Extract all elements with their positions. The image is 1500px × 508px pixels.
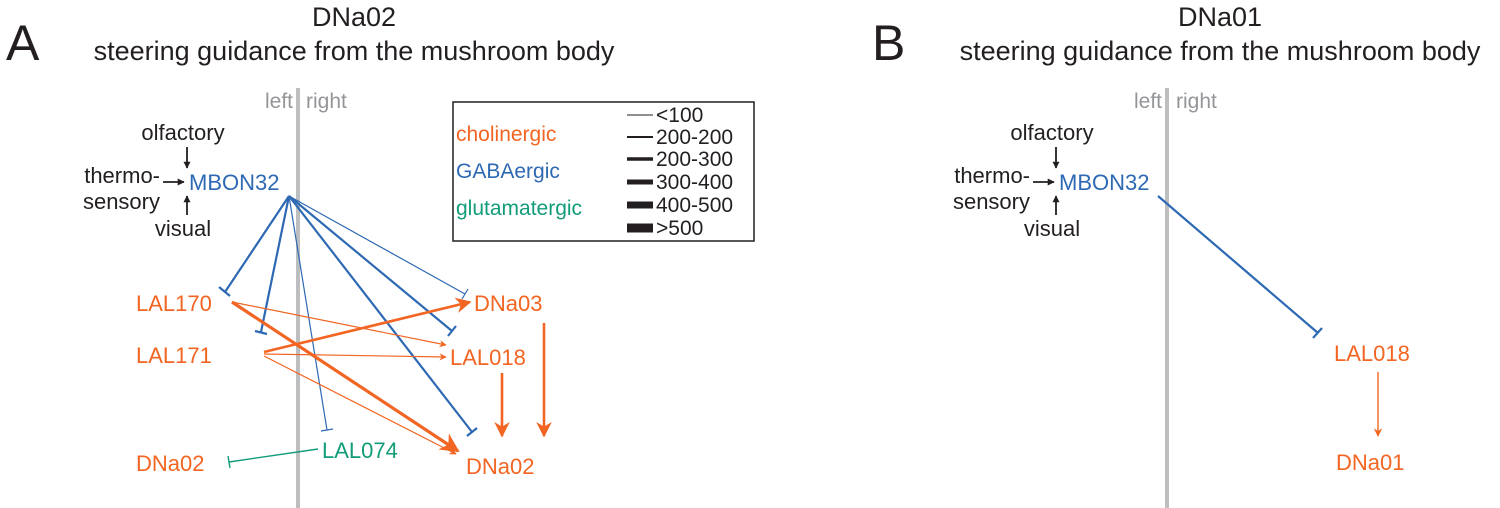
legend-box — [452, 101, 755, 242]
node-dna02-left: DNa02 — [136, 451, 204, 476]
edge-lal170-lal018 — [231, 301, 447, 348]
node-mbon32-b: MBON32 — [1059, 170, 1149, 195]
input-olfactory-a: olfactory — [141, 120, 224, 145]
input-visual-a: visual — [155, 216, 211, 241]
node-lal018-a: LAL018 — [450, 345, 526, 370]
node-lal171: LAL171 — [136, 343, 212, 368]
edge-end-lal171 — [254, 329, 268, 336]
node-dna01: DNa01 — [1336, 450, 1404, 475]
input-thermo-line1-b: thermo- — [954, 163, 1030, 188]
edge-end-lal170 — [218, 286, 231, 297]
panel-a-title-line2: steering guidance from the mushroom body — [94, 36, 615, 66]
legend-gabaergic: GABAergic — [456, 160, 560, 183]
side-label-left-b: left — [1134, 90, 1162, 113]
edge-mbon32-dna02 — [288, 195, 473, 433]
edge-end-dna02-left — [227, 455, 231, 469]
edge-lal074-dna02-left — [228, 448, 319, 463]
side-label-right-a: right — [306, 90, 347, 113]
input-visual-b: visual — [1024, 216, 1080, 241]
side-label-left-a: left — [265, 90, 293, 113]
panel-a-letter: A — [6, 15, 40, 71]
edge-end-lal018-b — [1312, 327, 1323, 339]
side-label-right-b: right — [1176, 90, 1217, 113]
edge-end-dna03 — [461, 288, 469, 300]
edge-end-dna02 — [466, 427, 478, 437]
input-olfactory-b: olfactory — [1010, 120, 1093, 145]
legend-width-label-6: >500 — [656, 217, 703, 240]
legend-width-label-5: 400-500 — [656, 194, 733, 217]
edge-lal170-dna02 — [231, 300, 460, 453]
legend-glutamatergic: glutamatergic — [456, 197, 582, 220]
legend-cholinergic: cholinergic — [456, 123, 556, 146]
node-lal018-b: LAL018 — [1334, 341, 1410, 366]
input-thermo-line2-a: sensory — [83, 189, 160, 214]
legend-width-label-1: <100 — [656, 104, 703, 127]
panel-b-title-line1: DNa01 — [1178, 2, 1262, 32]
glutamatergic-connections-a — [227, 448, 319, 469]
edge-end-lal018 — [447, 325, 457, 337]
edge-mbon32-lal018-b — [1157, 195, 1319, 334]
legend-width-label-3: 200-300 — [656, 148, 733, 171]
node-dna03: DNa03 — [474, 291, 542, 316]
edge-lal171-dna03 — [263, 297, 472, 354]
node-mbon32-a: MBON32 — [189, 170, 279, 195]
panel-b-letter: B — [872, 15, 905, 71]
input-thermo-line1-a: thermo- — [84, 163, 160, 188]
edge-mbon32-lal018 — [288, 195, 453, 332]
node-dna02-right: DNa02 — [466, 454, 534, 479]
gabaergic-connections-b — [1157, 195, 1323, 339]
input-thermo-line2-b: sensory — [953, 189, 1030, 214]
edge-lal171-lal018 — [263, 353, 447, 361]
edge-mbon32-dna03 — [288, 195, 466, 295]
edge-mbon32-lal170 — [224, 195, 290, 293]
node-lal170: LAL170 — [136, 291, 212, 316]
edge-lal171-dna02 — [263, 355, 457, 455]
panel-b-title-line2: steering guidance from the mushroom body — [960, 36, 1481, 66]
panel-a-title-line1: DNa02 — [312, 2, 396, 32]
edge-mbon32-lal074 — [288, 195, 328, 431]
gabaergic-connections-a — [218, 195, 478, 437]
legend-width-label-4: 300-400 — [656, 171, 733, 194]
legend: cholinergic GABAergic glutamatergic <100… — [452, 101, 755, 242]
node-lal074: LAL074 — [322, 438, 398, 463]
cholinergic-connections-a — [231, 297, 552, 455]
panel-a: A DNa02 steering guidance from the mushr… — [6, 2, 755, 508]
panel-b: B DNa01 steering guidance from the mushr… — [872, 2, 1481, 508]
legend-width-label-2: 200-200 — [656, 126, 733, 149]
edge-end-lal074 — [320, 428, 334, 432]
